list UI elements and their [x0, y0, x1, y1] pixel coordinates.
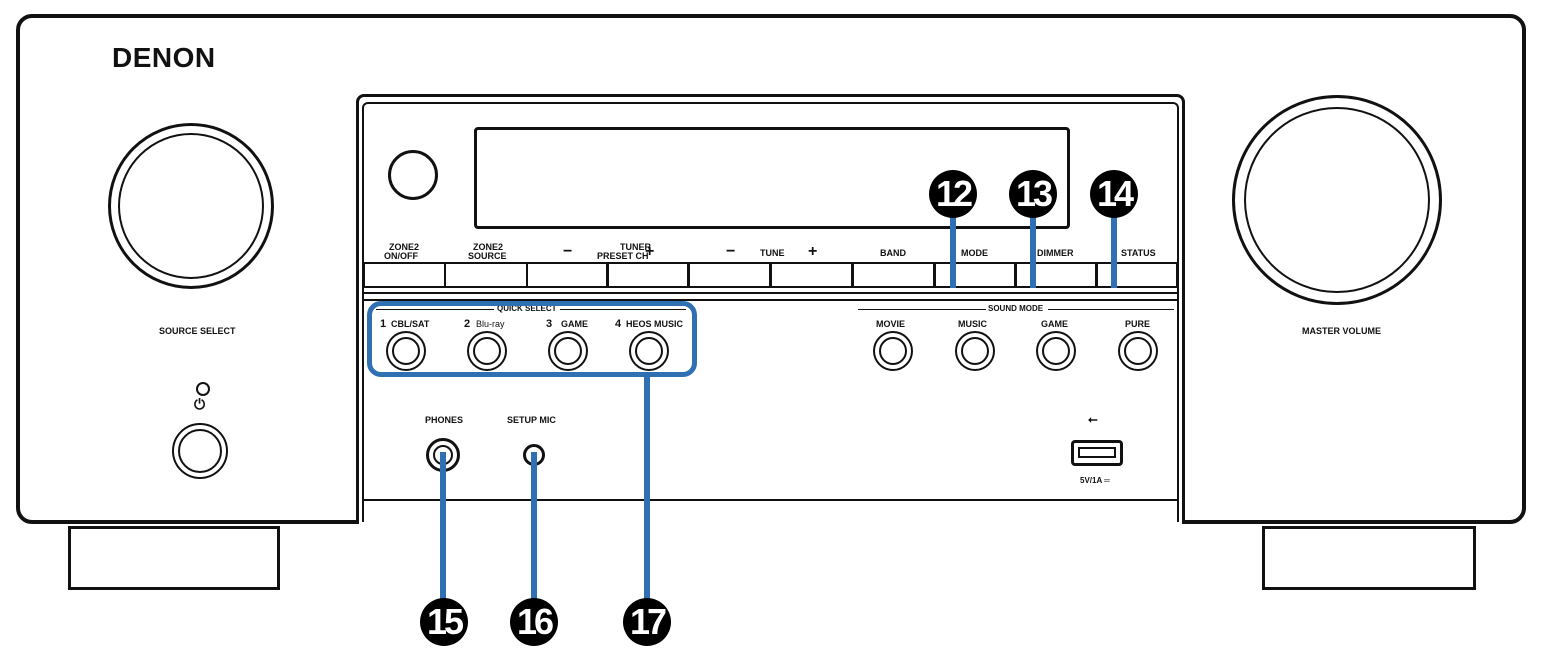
- quick-select-4-num: 4: [615, 318, 622, 330]
- tune-minus-label: −: [726, 243, 736, 260]
- dimmer-button[interactable]: [1015, 262, 1097, 288]
- tune-plus-button[interactable]: [770, 262, 853, 288]
- callout-15: 15: [420, 598, 468, 646]
- tuner-preset-plus-label: +: [645, 243, 655, 260]
- zone2-source-label-1: ZONE2: [473, 242, 504, 252]
- separator-line-2: [363, 299, 1179, 301]
- sound-mode-music-label: MUSIC: [958, 319, 987, 329]
- remote-sensor: [388, 150, 438, 200]
- band-button[interactable]: [852, 262, 935, 288]
- callout-14: 14: [1090, 170, 1138, 218]
- quick-select-2-label: Blu-ray: [476, 319, 505, 329]
- band-label: BAND: [880, 248, 906, 258]
- sound-mode-music-button[interactable]: [955, 331, 995, 371]
- sound-mode-pure-button[interactable]: [1118, 331, 1158, 371]
- display-window: [474, 127, 1070, 229]
- tune-plus-label: +: [808, 243, 818, 260]
- tune-label: TUNE: [760, 248, 785, 258]
- master-volume-label: MASTER VOLUME: [1302, 326, 1382, 336]
- callout-16: 16: [510, 598, 558, 646]
- callout-14-line: [1111, 206, 1117, 288]
- quick-select-4-button[interactable]: [629, 331, 669, 371]
- power-icon: ⏻: [194, 396, 206, 412]
- callout-17: 17: [623, 598, 671, 646]
- quick-select-3-button[interactable]: [548, 331, 588, 371]
- center-panel-inner-line: [362, 102, 1179, 522]
- callout-16-line: [531, 452, 537, 600]
- setup-mic-label: SETUP MIC: [507, 415, 556, 425]
- tuner-preset-plus-button[interactable]: [607, 262, 689, 288]
- zone2-source-label-2: SOURCE: [468, 251, 507, 261]
- status-button[interactable]: [1096, 262, 1178, 288]
- usb-icon: ⭠: [1088, 412, 1098, 426]
- sound-mode-game-button[interactable]: [1036, 331, 1076, 371]
- source-select-label: SOURCE SELECT: [159, 326, 236, 336]
- standby-led: [196, 382, 210, 396]
- quick-select-line-right: [560, 309, 686, 310]
- callout-13-line: [1030, 206, 1036, 288]
- tuner-preset-minus-button[interactable]: [526, 262, 608, 288]
- zone2-source-button[interactable]: [446, 262, 527, 288]
- right-foot: [1262, 526, 1476, 590]
- sound-mode-movie-label: MOVIE: [876, 319, 906, 329]
- source-select-knob-inner: [118, 133, 264, 279]
- callout-12-line: [950, 206, 956, 288]
- quick-select-1-button[interactable]: [386, 331, 426, 371]
- separator-line-1: [363, 292, 1179, 294]
- callout-12: 12: [929, 170, 977, 218]
- tune-minus-button[interactable]: [688, 262, 771, 288]
- sound-mode-line-left: [858, 309, 986, 310]
- quick-select-4-label: HEOS MUSIC: [626, 319, 684, 329]
- zone2-onoff-label-1: ZONE2: [389, 242, 420, 252]
- quick-select-3-num: 3: [546, 318, 553, 330]
- center-panel: [356, 94, 1185, 524]
- sound-mode-movie-button[interactable]: [873, 331, 913, 371]
- tuner-preset-minus-label: −: [563, 243, 573, 260]
- quick-select-line-left: [376, 309, 494, 310]
- quick-select-title: QUICK SELECT: [497, 304, 557, 313]
- sound-mode-pure-label: PURE: [1125, 319, 1151, 329]
- status-label: STATUS: [1121, 248, 1156, 258]
- mode-label: MODE: [961, 248, 988, 258]
- phones-label: PHONES: [425, 415, 464, 425]
- sound-mode-game-label: GAME: [1041, 319, 1068, 329]
- callout-13: 13: [1009, 170, 1057, 218]
- quick-select-2-num: 2: [464, 318, 471, 330]
- dimmer-label: DIMMER: [1037, 248, 1074, 258]
- quick-select-1-num: 1: [380, 318, 387, 330]
- sound-mode-line-right: [1048, 309, 1174, 310]
- zone2-onoff-label-2: ON/OFF: [384, 251, 418, 261]
- usb-port[interactable]: [1071, 440, 1123, 466]
- usb-rating-label: 5V/1A ═: [1080, 476, 1110, 485]
- usb-port-slot: [1078, 447, 1116, 458]
- quick-select-1-label: CBL/SAT: [391, 319, 430, 329]
- tuner-preset-label-1: TUNER: [620, 242, 651, 252]
- left-foot: [68, 526, 280, 590]
- quick-select-highlight: [367, 301, 697, 377]
- power-button[interactable]: [172, 423, 228, 479]
- callout-15-line: [440, 452, 446, 600]
- zone2-divider: [444, 262, 446, 288]
- callout-17-line: [644, 374, 650, 600]
- sound-mode-title: SOUND MODE: [988, 304, 1044, 313]
- quick-select-3-label: GAME: [561, 319, 588, 329]
- mode-button[interactable]: [934, 262, 1016, 288]
- brand-logo: DENON: [112, 42, 216, 73]
- tuner-preset-label-2: PRESET CH: [597, 251, 649, 261]
- master-volume-knob-inner: [1244, 107, 1430, 293]
- center-panel-bottom-line: [363, 499, 1179, 501]
- quick-select-2-button[interactable]: [467, 331, 507, 371]
